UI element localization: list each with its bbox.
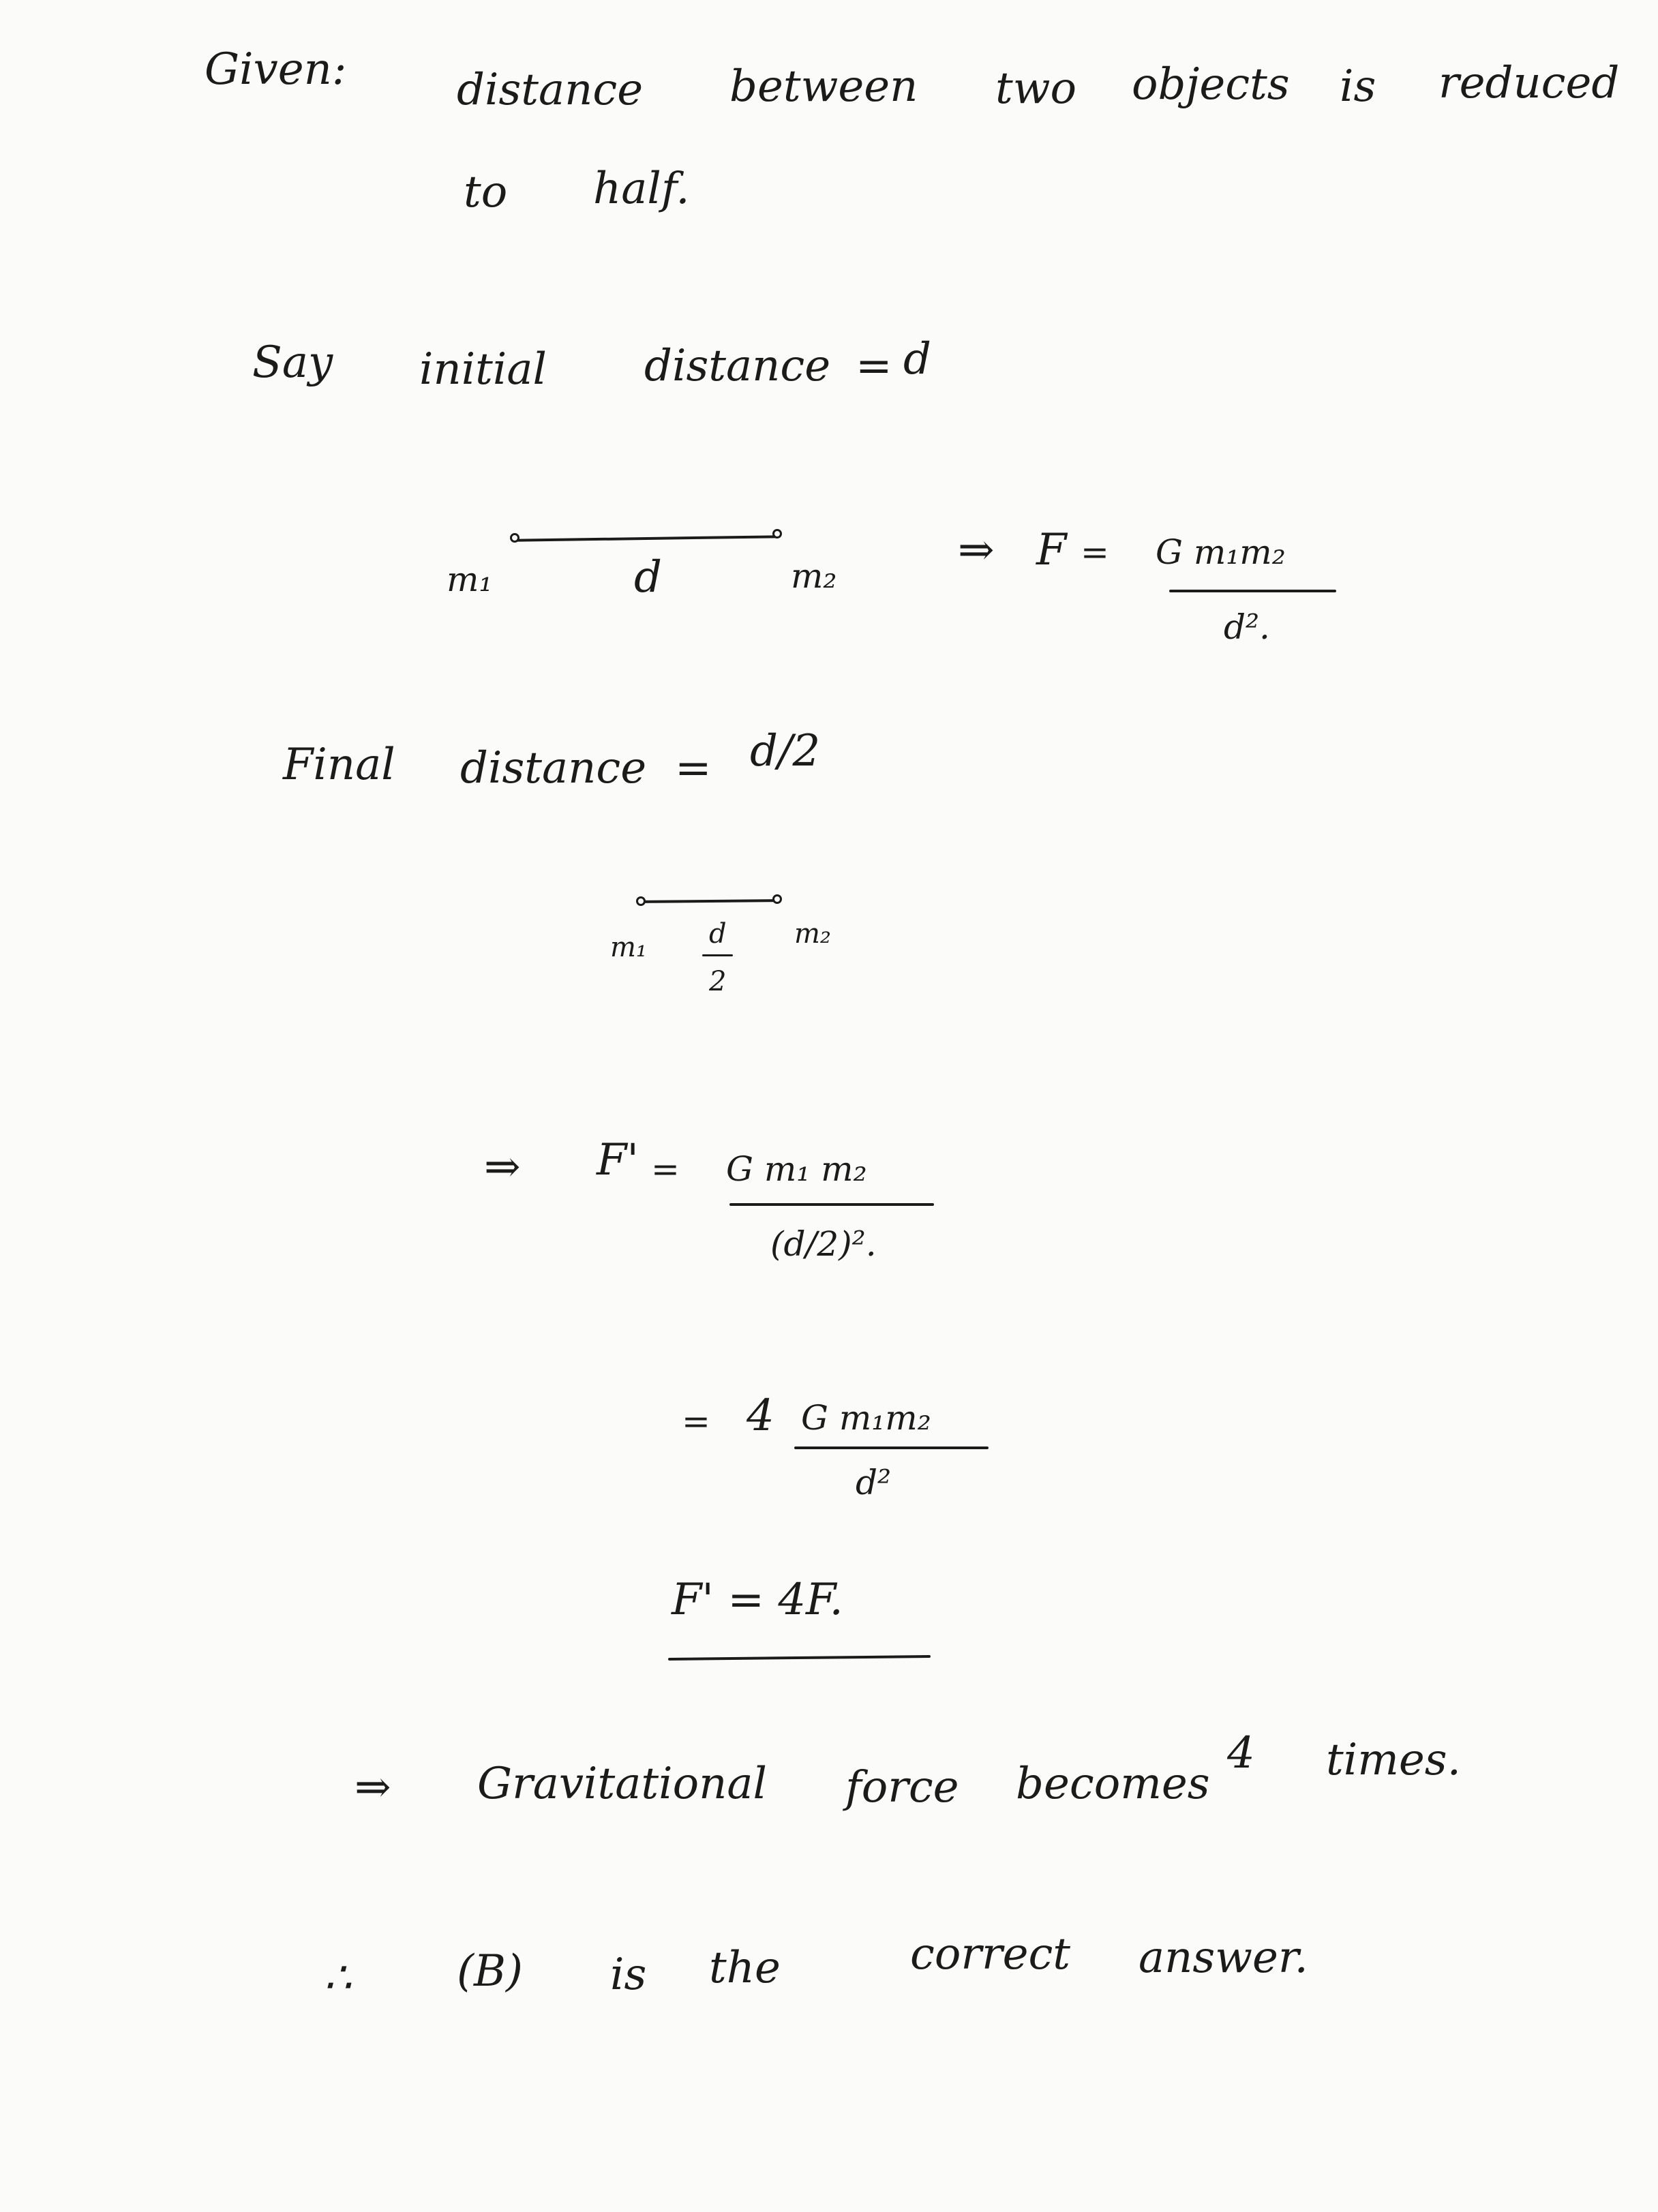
diagram1-left-point xyxy=(510,533,519,543)
equals-2: = xyxy=(675,743,712,793)
formula3-eq: = xyxy=(682,1402,710,1441)
word-four: 4 xyxy=(1227,1728,1255,1778)
word-between: between xyxy=(729,61,918,112)
word-option-b: (B) xyxy=(457,1946,523,1997)
formula2-lhs: F' xyxy=(597,1135,639,1185)
diagram1-right-point xyxy=(772,529,782,539)
word-is-2: is xyxy=(610,1950,647,2000)
word-to: to xyxy=(464,167,508,217)
result-text: F' = 4F. xyxy=(672,1575,843,1625)
word-half: half. xyxy=(593,164,690,214)
diagram1-mass-m2: m₂ xyxy=(791,556,837,596)
implies-2: ⇒ xyxy=(484,1142,521,1192)
equals-1: = xyxy=(856,341,892,391)
given-label: Given: xyxy=(205,44,347,95)
formula1-numerator: G m₁m₂ xyxy=(1156,532,1286,572)
word-distance-3: distance xyxy=(460,743,647,793)
result-underline xyxy=(667,1654,931,1661)
word-becomes: becomes xyxy=(1016,1759,1210,1809)
therefore-symbol: ∴ xyxy=(324,1953,352,2003)
formula3-numerator: G m₁m₂ xyxy=(801,1398,931,1438)
diagram2-line xyxy=(640,899,778,903)
formula3-denominator: d² xyxy=(856,1463,892,1502)
word-is: is xyxy=(1340,61,1376,112)
formula1-fraction-bar xyxy=(1169,590,1336,592)
word-reduced: reduced xyxy=(1438,58,1620,108)
formula1-lhs: F xyxy=(1036,525,1067,575)
word-answer: answer. xyxy=(1139,1933,1308,1983)
diagram2-mass-m1: m₁ xyxy=(610,932,647,963)
final-distance-value: d/2 xyxy=(750,726,821,776)
word-objects: objects xyxy=(1132,59,1290,110)
diagram2-right-point xyxy=(772,894,782,904)
initial-distance-value: d xyxy=(903,334,931,384)
formula2-fraction-bar xyxy=(729,1203,934,1206)
diagram1-distance-d: d xyxy=(634,552,662,603)
diagram1-line xyxy=(514,535,778,542)
word-final: Final xyxy=(283,740,395,790)
formula3-coef: 4 xyxy=(747,1391,774,1441)
diagram2-distance-den: 2 xyxy=(709,966,727,997)
word-correct: correct xyxy=(910,1929,1070,1980)
word-gravitational: Gravitational xyxy=(477,1759,767,1809)
formula2-denominator: (d/2)². xyxy=(770,1224,877,1264)
formula1-denominator: d². xyxy=(1224,607,1270,647)
word-force: force xyxy=(845,1762,959,1813)
diagram2-left-point xyxy=(636,896,646,906)
formula2-numerator: G m₁ m₂ xyxy=(726,1149,867,1189)
diagram2-fraction-bar xyxy=(702,954,733,956)
diagram2-mass-m2: m₂ xyxy=(794,918,831,950)
word-the: the xyxy=(709,1943,781,1993)
word-say: Say xyxy=(252,337,333,388)
word-distance-2: distance xyxy=(644,341,831,391)
word-initial: initial xyxy=(419,344,547,395)
word-times: times. xyxy=(1326,1735,1461,1785)
formula3-fraction-bar xyxy=(794,1446,989,1449)
word-two: two xyxy=(995,63,1077,114)
formula2-eq: = xyxy=(651,1149,680,1189)
formula1-eq: = xyxy=(1081,532,1109,572)
diagram1-mass-m1: m₁ xyxy=(447,560,493,599)
implies-3: ⇒ xyxy=(355,1762,391,1813)
implies-1: ⇒ xyxy=(958,525,995,575)
diagram2-distance-num: d xyxy=(709,918,727,950)
word-distance: distance xyxy=(457,65,644,115)
